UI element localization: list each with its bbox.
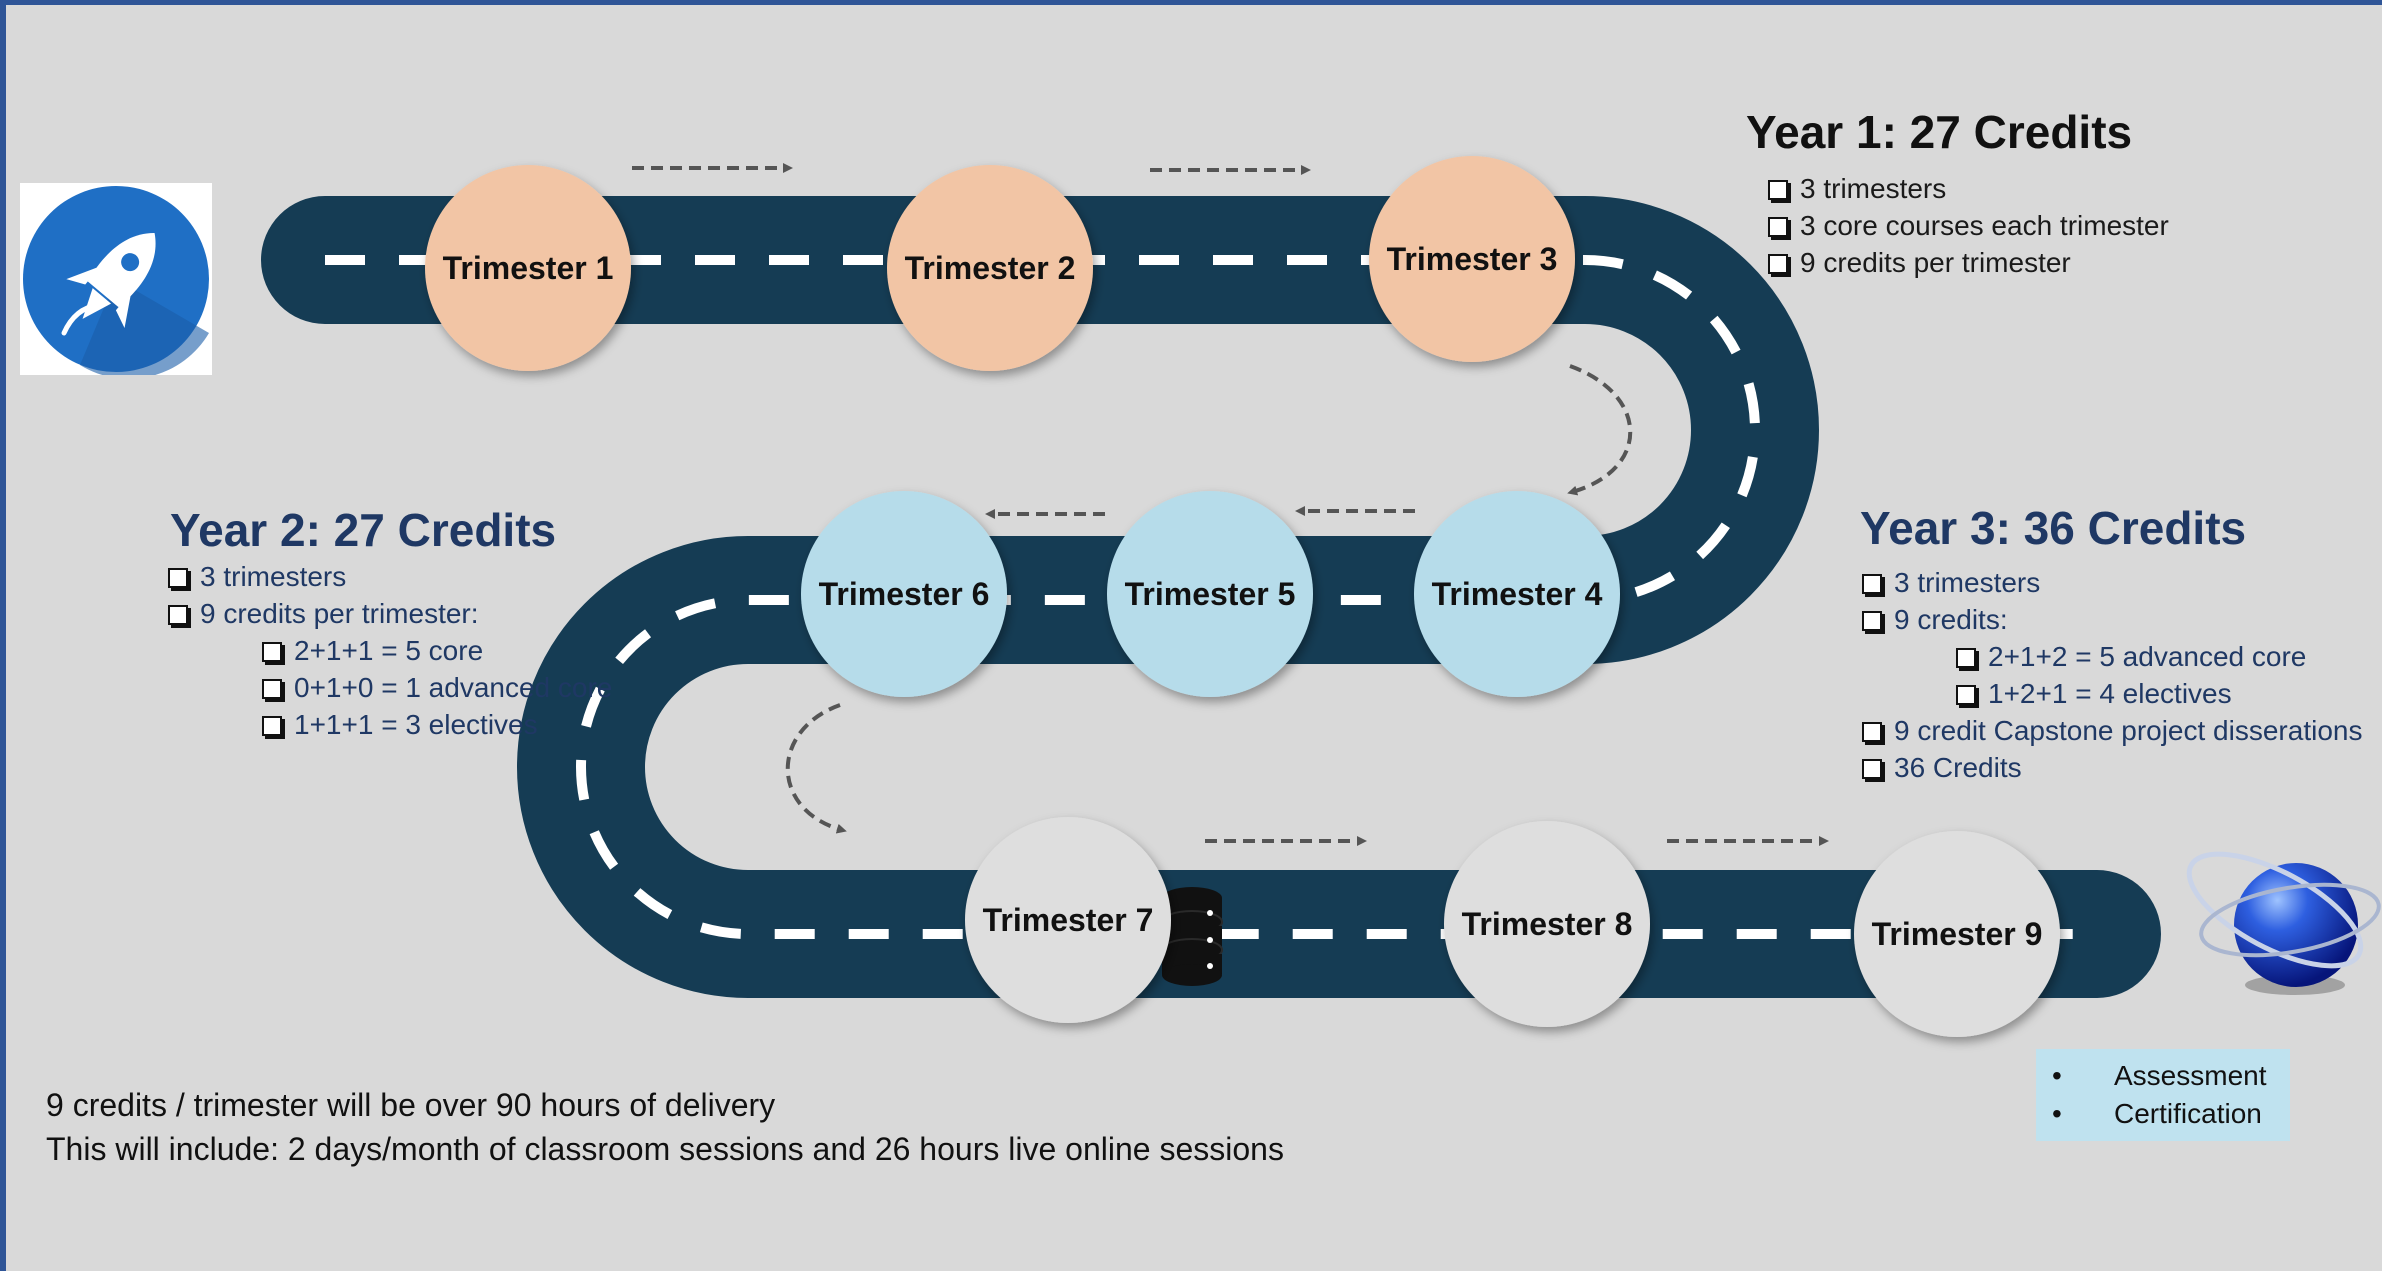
trimester-circle (887, 165, 1093, 371)
database-icon (1161, 887, 1223, 986)
trimester-label: Trimester 6 (819, 576, 990, 612)
trimester-8-node: Trimester 8 (1444, 821, 1650, 1027)
list-subitem: 1+2+1 = 4 electives (1954, 675, 2362, 712)
rocket-icon (23, 186, 209, 379)
trimester-circle (1444, 821, 1650, 1027)
list-item: 9 credits per trimester: (166, 595, 612, 632)
rocket-tile (20, 183, 212, 379)
trimester-nodes: Trimester 1 Trimester 2 Trimester 3 Trimest… (425, 156, 2060, 1037)
trimester-label: Trimester 3 (1387, 241, 1558, 277)
arrow-t6-t7 (785, 703, 847, 834)
list-item: 9 credits per trimester (1766, 244, 2169, 281)
list-item: 3 trimesters (166, 558, 612, 595)
list-subitem: 2+1+2 = 5 advanced core (1954, 638, 2362, 675)
delivery-note-line: This will include: 2 days/month of class… (46, 1131, 1284, 1167)
trimester-3-node: Trimester 3 (1369, 156, 1575, 362)
year3-summary: Year 3: 36 Credits 3 trimesters 9 credit… (1860, 500, 2362, 786)
trimester-label: Trimester 1 (443, 250, 614, 286)
trimester-label: Trimester 4 (1432, 576, 1603, 612)
trimester-9-node: Trimester 9 (1854, 831, 2060, 1037)
trimester-circle (1107, 491, 1313, 697)
direction-arrows (632, 163, 1829, 846)
trimester-label: Trimester 9 (1872, 916, 2043, 952)
outcome-item: Certification (2036, 1095, 2290, 1133)
trimester-label: Trimester 8 (1462, 906, 1633, 942)
year2-summary: Year 2: 27 Credits 3 trimesters 9 credit… (168, 502, 612, 743)
list-subitem: 0+1+0 = 1 advanced core (260, 669, 612, 706)
list-subitem: 1+1+1 = 3 electives (260, 706, 612, 743)
slide-frame-left (0, 0, 6, 1271)
year3-list: 3 trimesters 9 credits: 2+1+2 = 5 advanc… (1860, 564, 2362, 786)
trimester-label: Trimester 7 (983, 902, 1154, 938)
trimester-6-node: Trimester 6 (801, 491, 1007, 697)
trimester-label: Trimester 5 (1125, 576, 1296, 612)
list-item: 3 trimesters (1860, 564, 2362, 601)
year2-title: Year 2: 27 Credits (170, 504, 557, 556)
trimester-7-node: Trimester 7 (965, 817, 1171, 1023)
globe-orbit-icon (2186, 851, 2381, 995)
list-subitem: 2+1+1 = 5 core (260, 632, 612, 669)
trimester-2-node: Trimester 2 (887, 165, 1093, 371)
trimester-circle (801, 491, 1007, 697)
trimester-4-node: Trimester 4 (1414, 491, 1620, 697)
list-item: 36 Credits (1860, 749, 2362, 786)
trimester-circle (1369, 156, 1575, 362)
trimester-circle (1414, 491, 1620, 697)
list-item: 3 trimesters (1766, 170, 2169, 207)
trimester-circle (965, 817, 1171, 1023)
delivery-note-line: 9 credits / trimester will be over 90 ho… (46, 1087, 776, 1123)
trimester-5-node: Trimester 5 (1107, 491, 1313, 697)
trimester-1-node: Trimester 1 (425, 165, 631, 371)
delivery-notes: 9 credits / trimester will be over 90 ho… (46, 1083, 1284, 1171)
arrow-t3-t4 (1567, 364, 1633, 496)
slide-frame-top (0, 0, 2382, 5)
trimester-label: Trimester 2 (905, 250, 1076, 286)
outcomes-list: Assessment Certification (2036, 1057, 2290, 1133)
year1-title: Year 1: 27 Credits (1746, 106, 2133, 158)
year1-summary: Year 1: 27 Credits 3 trimesters 3 core c… (1746, 104, 2169, 281)
year2-list: 3 trimesters 9 credits per trimester: 2+… (166, 558, 612, 743)
trimester-circle (425, 165, 631, 371)
outcomes-box: Assessment Certification (2036, 1049, 2290, 1141)
year1-list: 3 trimesters 3 core courses each trimest… (1766, 170, 2169, 281)
list-item: 9 credits: (1860, 601, 2362, 638)
list-item: 3 core courses each trimester (1766, 207, 2169, 244)
trimester-circle (1854, 831, 2060, 1037)
list-item: 9 credit Capstone project disserations (1860, 712, 2362, 749)
outcome-item: Assessment (2036, 1057, 2290, 1095)
year3-title: Year 3: 36 Credits (1860, 502, 2247, 554)
